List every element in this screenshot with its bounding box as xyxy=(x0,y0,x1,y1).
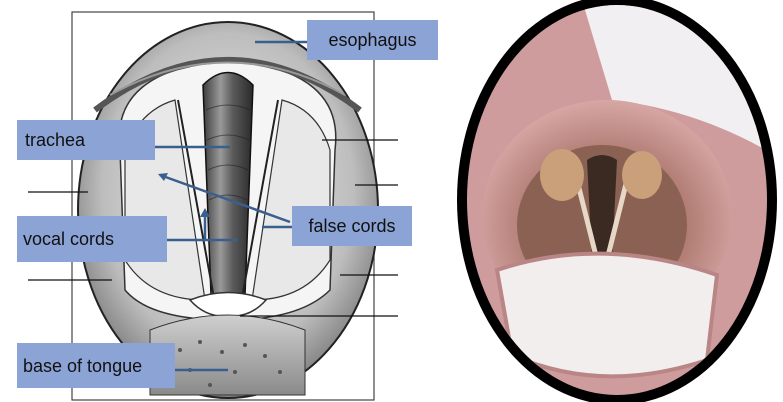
larynx-diagram: esophagus trachea false cords vocal cord… xyxy=(0,0,450,402)
endoscopic-photo xyxy=(452,0,783,402)
larynx-illustration xyxy=(0,0,450,402)
false-cords-label: false cords xyxy=(292,206,412,246)
laryngoscopy-image xyxy=(452,0,783,402)
esophagus-label: esophagus xyxy=(307,20,438,60)
vocal-cords-label: vocal cords xyxy=(17,216,167,262)
base-of-tongue-label: base of tongue xyxy=(17,343,175,388)
trachea-label: trachea xyxy=(17,120,155,160)
tongue-glare xyxy=(497,254,717,377)
trachea-opening xyxy=(203,73,253,301)
